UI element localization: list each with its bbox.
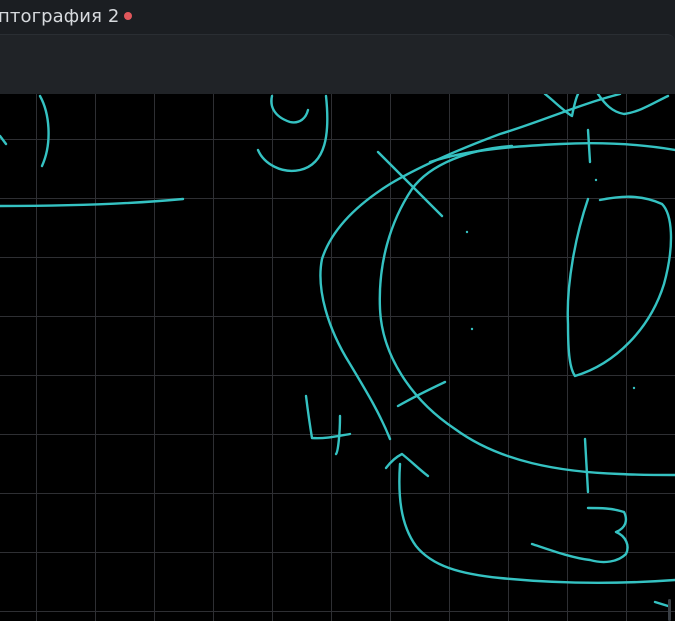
document-title-text: птография 2 bbox=[0, 6, 120, 27]
ink-dot bbox=[632, 386, 636, 390]
stroke-left-mark bbox=[0, 134, 8, 146]
document-title: птография 2 bbox=[0, 6, 133, 27]
stroke-d-shape bbox=[566, 195, 673, 378]
stroke-digit-9 bbox=[256, 94, 329, 173]
ink-dots bbox=[465, 178, 636, 390]
stroke-right-upper-line bbox=[428, 142, 675, 164]
stroke-bottom-bracket bbox=[398, 462, 675, 584]
canvas-scroll-indicator[interactable] bbox=[668, 599, 671, 621]
toolbar bbox=[0, 34, 675, 95]
stroke-right-edge-arc bbox=[653, 600, 670, 608]
stroke-right-lower-tick bbox=[583, 437, 590, 494]
stroke-arrow bbox=[384, 452, 430, 478]
canvas-svg bbox=[0, 94, 675, 621]
ink-strokes bbox=[0, 94, 675, 608]
stroke-outer-loop bbox=[319, 94, 622, 441]
drawing-canvas[interactable] bbox=[0, 94, 675, 621]
stroke-cross-small bbox=[396, 380, 447, 408]
ink-dot bbox=[465, 230, 469, 234]
stroke-left-paren bbox=[38, 94, 50, 168]
stroke-digit-4 bbox=[304, 394, 352, 456]
ink-dot bbox=[594, 178, 598, 182]
stroke-left-line bbox=[0, 197, 185, 208]
stroke-digit-3 bbox=[530, 506, 629, 564]
title-bar: птография 2 bbox=[0, 0, 675, 34]
stroke-right-upper-tick bbox=[586, 128, 592, 164]
stroke-cross-top bbox=[376, 150, 444, 218]
ink-dot bbox=[470, 327, 474, 331]
unsaved-dot-icon bbox=[124, 12, 133, 20]
stroke-inner-loop bbox=[378, 144, 675, 477]
stroke-top-right-writing bbox=[543, 94, 670, 118]
canvas-grid bbox=[0, 94, 675, 621]
